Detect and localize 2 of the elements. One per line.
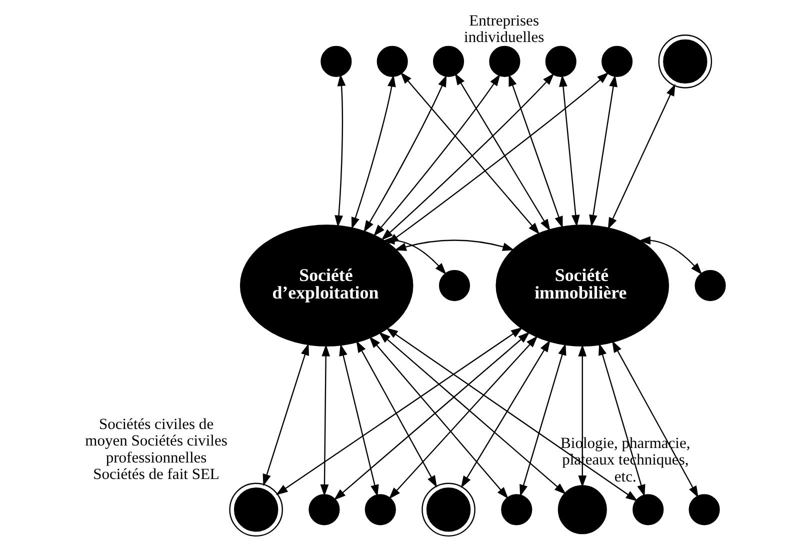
node-label: Sociétés civiles de moyen Sociétés civiles professionnelles Sociétés de fait SEL [85,416,228,484]
node-label: Entreprises individuelles [464,12,544,46]
